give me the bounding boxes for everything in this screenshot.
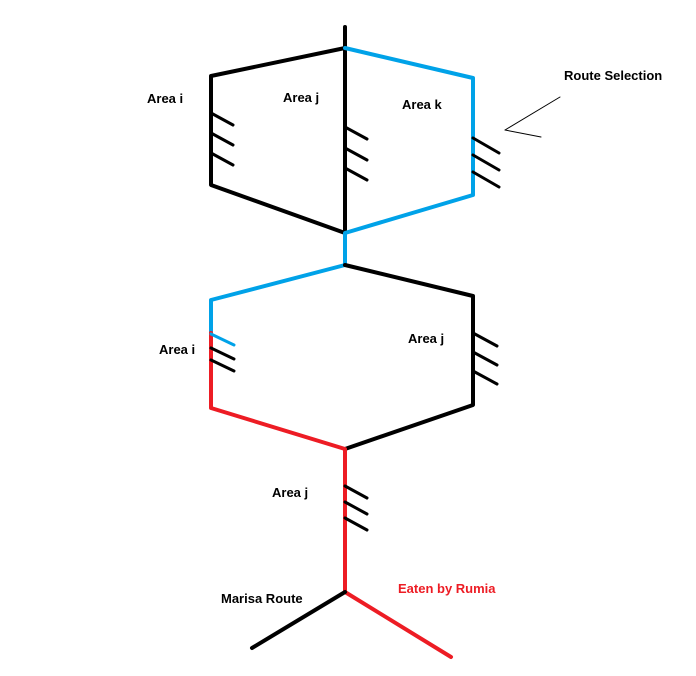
label-top-area-j: Area j [283,90,320,105]
top-right-area-route [209,46,475,335]
rumia-route [209,331,453,659]
label-top-area-k: Area k [402,97,442,112]
label-mid-area-j: Area j [408,331,445,346]
marisa-route-line [250,590,347,650]
label-eaten-by-rumia: Eaten by Rumia [398,581,496,596]
hatch-marks [209,111,501,532]
top-left-area-outline [209,25,347,235]
label-top-area-i: Area i [147,91,184,106]
label-marisa-route: Marisa Route [221,591,303,606]
label-route-selection: Route Selection [564,68,663,83]
arrow-icon [504,96,561,138]
label-mid-area-i: Area i [159,342,196,357]
label-bottom-area-j: Area j [272,485,309,500]
middle-right-outline [343,263,475,451]
hatch-mark-blue [209,332,236,347]
